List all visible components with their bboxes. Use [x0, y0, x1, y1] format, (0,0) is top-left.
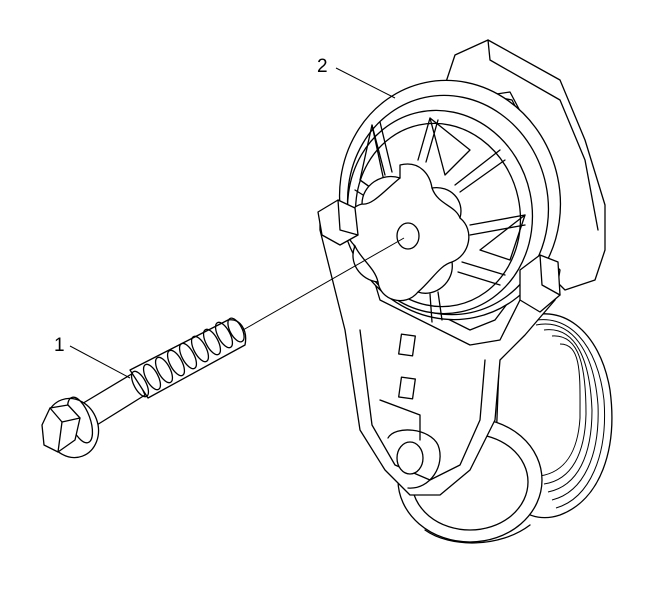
callout-label-1: 1: [54, 335, 65, 356]
hex-flange-bolt: [41, 317, 247, 459]
bolt-thread-ridges: [130, 317, 245, 398]
arm-slot-lower: [398, 376, 416, 400]
belt-tensioner-assembly: [317, 39, 613, 544]
callout-2-leader: [335, 67, 396, 99]
arm-lower-bore: [396, 441, 424, 475]
callout-label-2: 2: [317, 56, 328, 77]
arm-slot-upper: [398, 333, 416, 357]
bolt-alignment-axis: [242, 237, 405, 331]
callout-1-leader: [69, 345, 131, 379]
hub-center-bore: [396, 222, 420, 250]
